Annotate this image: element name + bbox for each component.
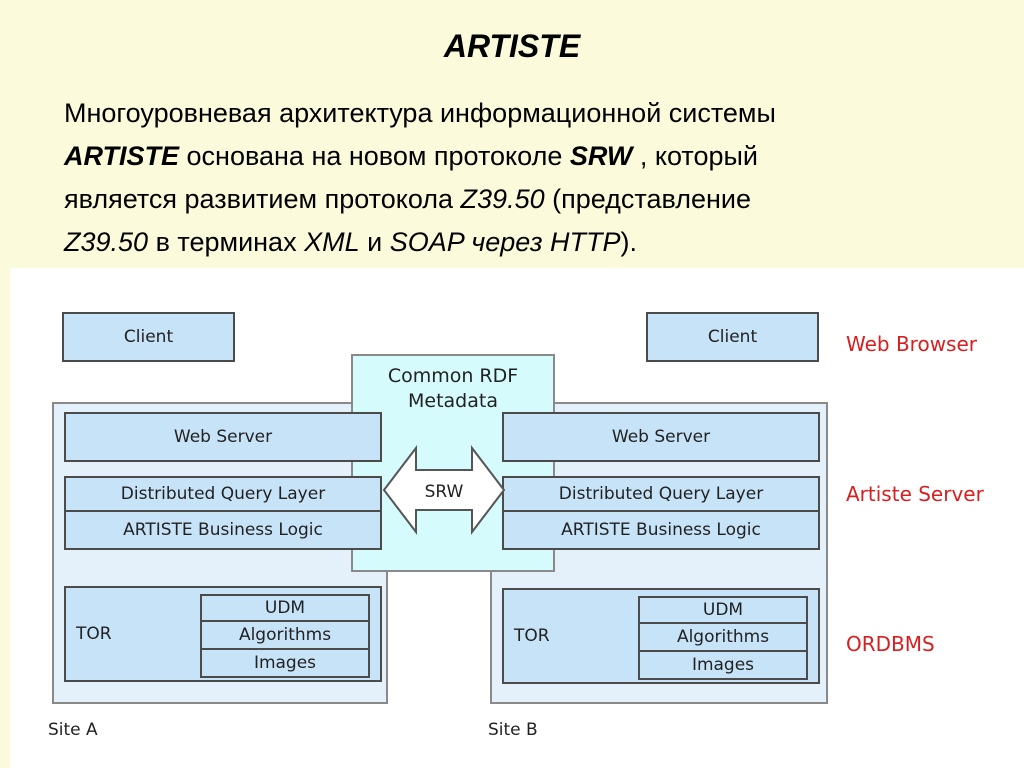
dql-box-site-a: Distributed Query Layer [64,476,382,512]
web-server-box-site-b: Web Server [502,412,820,462]
images-box-site-a: Images [200,648,370,678]
client-box-site-a: Client [62,312,235,362]
tor-label-site-a: TOR [76,624,112,644]
description-paragraph: Многоуровневая архитектура информационно… [64,92,984,264]
client-box-site-b: Client [646,312,819,362]
business-logic-box-site-a: ARTISTE Business Logic [64,510,382,550]
srw-label: SRW [425,482,464,502]
udm-box-site-b: UDM [638,596,808,624]
web-server-box-site-a: Web Server [64,412,382,462]
images-box-site-b: Images [638,650,808,680]
artiste-server-label: Artiste Server [846,482,984,506]
web-browser-label: Web Browser [846,332,978,356]
srw-arrow-shape [382,445,506,535]
srw-double-arrow: SRW [382,445,506,535]
architecture-diagram: Common RDF Metadata Client Client Web Se… [10,268,1024,768]
algorithms-box-site-a: Algorithms [200,620,370,650]
para-line-4: Z39.50 в терминах XML и SOAP через HTTP)… [64,227,637,257]
ordbms-label: ORDBMS [846,632,935,656]
site-b-label: Site B [488,720,538,740]
dql-box-site-b: Distributed Query Layer [502,476,820,512]
tor-label-site-b: TOR [514,626,550,646]
para-line-2: ARTISTE основана на новом протоколе SRW … [64,141,759,171]
site-a-label: Site A [48,720,98,740]
para-line-3: является развитием протокола Z39.50 (пре… [64,184,751,214]
udm-box-site-a: UDM [200,594,370,622]
business-logic-box-site-b: ARTISTE Business Logic [502,510,820,550]
slide-title: ARTISTE [443,28,581,64]
para-line-1: Многоуровневая архитектура информационно… [64,98,776,128]
algorithms-box-site-b: Algorithms [638,622,808,652]
